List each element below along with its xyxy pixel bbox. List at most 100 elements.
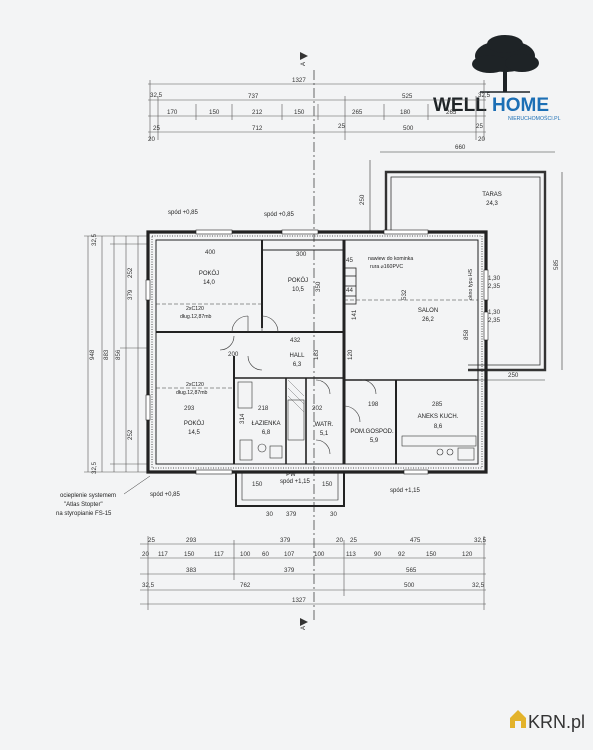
dim-top-r1-c: 525 [402,93,413,100]
dim-top-total: 1327 [292,77,306,84]
note-chimney-2: rura ⌀160PVC [370,264,403,270]
room-area-aneks: 8,6 [434,424,443,430]
dim-left-252b: 252 [127,429,134,440]
bottom-dimensions [140,536,486,610]
room-label-pokoj-1: POKÓJ [199,270,219,277]
dim-int-120: 120 [347,349,354,360]
room-label-hall: HALL [289,353,305,359]
krn-text: KRN.pl [528,712,585,732]
dim-top-r2-f: 180 [400,109,411,116]
dim-pw-150a: 150 [252,481,263,488]
dim-bot-r2-b: 117 [158,551,168,558]
dim-bot-r4-d: 32,5 [472,582,485,589]
dim-porch-379: 379 [286,511,297,518]
dim-bot-r1-g: 32,5 [474,537,487,544]
dim-top-r2-c: 212 [252,109,263,116]
dim-porch-30b: 30 [330,511,337,518]
dim-left-883: 883 [103,349,110,360]
note-insulation-1: ocieplenie systemem [60,493,116,499]
dim-top-r4-b: 20 [478,136,485,143]
dim-bot-r2-k: 92 [398,551,405,558]
dim-terrace-r: 585 [553,259,560,270]
room-label-salon: SALON [418,308,438,314]
dim-bot-r1-b: 293 [186,537,197,544]
dim-bot-r2-g: 107 [284,551,295,558]
dim-int-141: 141 [351,309,358,320]
lintel-lines [156,299,478,389]
logo-home: HOME [492,95,549,116]
dim-bot-r1-a: 25 [148,537,155,544]
note-okno: okno typu HS [468,268,474,300]
dim-bot-r1-e: 25 [350,537,357,544]
dim-terrace-side: 250 [359,194,366,205]
dim-right-130a: 1,30 [488,275,501,282]
left-dimensions [84,235,148,473]
top-dimensions [148,80,486,140]
dim-top-r3-c: 25 [338,123,345,130]
note-lintel-2-len: dług.12,87mb [176,390,208,396]
dim-top-r4-a: 20 [148,136,155,143]
dim-left-379: 379 [127,289,134,300]
dim-bot-r2-a: 20 [142,551,149,558]
note-chimney-1: nawiew do kominka [368,256,413,262]
dim-bot-r2-i: 113 [346,551,356,558]
dim-terrace-bottom: 250 [508,372,519,379]
dim-right-235b: 2,35 [488,317,501,324]
note-spad-bottom-mid: spód +1,15 [280,479,311,485]
dim-top-r1-a: 32,5 [150,92,163,99]
dim-terrace-w: 660 [455,144,466,151]
wellhome-logo: WELL HOME NIERUCHOMOŚCI.PL [433,35,561,122]
dim-left-252a: 252 [127,267,134,278]
windows [146,230,488,474]
dim-right-235a: 2,35 [488,283,501,290]
dim-bot-r4-a: 32,5 [142,582,155,589]
dim-bot-r2-m: 120 [462,551,473,558]
dim-int-532: 532 [401,289,408,300]
dim-int-183: 183 [313,349,320,360]
dim-top-r2-b: 150 [209,109,220,116]
section-line-a: A A [300,52,315,630]
dim-top-r3-a: 25 [153,125,160,132]
note-lintel-1-len: dług.12,87mb [180,314,212,320]
note-spad-bottom-right: spód +1,15 [390,488,421,494]
dim-top-r2-d: 150 [294,109,305,116]
room-area-pokoj-3: 14,5 [188,430,200,436]
room-label-aneks: ANEKS KUCH. [418,414,459,420]
room-label-taras: TARAS [482,192,502,198]
dim-bot-r2-l: 150 [426,551,437,558]
room-area-watr: 5,1 [320,431,329,437]
dim-bot-r2-c: 150 [184,551,195,558]
dim-bot-r4-c: 500 [404,582,415,589]
dim-int-432: 432 [290,337,301,344]
dim-top-r2-a: 170 [167,109,178,116]
dim-pw-150b: 150 [322,481,333,488]
dim-int-218: 218 [258,405,269,412]
room-label-lazienka: ŁAZIENKA [251,421,280,427]
section-marker-bottom: A [301,626,307,630]
hall-hatch [287,379,305,413]
dim-bot-r2-d: 117 [214,551,224,558]
porch-pw [235,472,345,507]
door-swings [219,315,377,455]
room-label-watr: WATR. [315,422,334,428]
dim-top-r1-b: 737 [248,93,259,100]
note-lintel-2: 2xC120 [186,382,204,388]
dim-top-r2-e: 265 [352,109,363,116]
note-insulation-2: "Atlas Stopter" [64,502,103,508]
room-area-pokoj-1: 14,0 [203,280,215,286]
dim-int-314: 314 [239,413,246,424]
dim-right-130b: 1,30 [488,309,501,316]
dim-int-350: 350 [315,281,322,292]
room-area-taras: 24,3 [486,201,498,207]
logo-subtitle: NIERUCHOMOŚCI.PL [508,114,561,122]
dim-top-r2-g: 265 [446,109,457,116]
tree-icon [472,35,539,93]
dim-int-45: 45 [346,257,353,264]
dim-bot-r1-c: 379 [280,537,291,544]
room-area-salon: 26,2 [422,317,434,323]
dim-int-202: 202 [312,405,323,412]
dim-bot-r2-h: 100 [314,551,325,558]
dim-int-285: 285 [432,401,443,408]
dim-int-858: 858 [463,329,470,340]
